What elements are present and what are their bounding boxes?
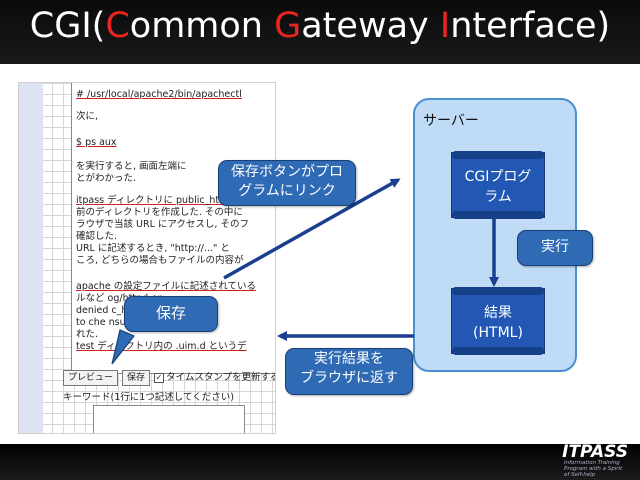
- editor-line: apache の設定ファイルに記述されている: [76, 281, 256, 292]
- editor-line: denied c_html/test: [76, 305, 165, 316]
- keyword-label: キーワード(1行に1つ記述してください): [63, 392, 234, 403]
- server-label: サーバー: [423, 113, 479, 129]
- cgi-program-label: CGIプログ ラム: [464, 169, 532, 205]
- editor-line: to che nsure it is: [76, 317, 156, 328]
- editor-line: 前のディレクトリを作成した. その中に: [76, 207, 243, 218]
- keyword-input[interactable]: [93, 405, 245, 433]
- editor-line: 確認した.: [76, 231, 118, 242]
- save-callout-pointer: [111, 329, 135, 365]
- cgi-program-scroll: CGIプログ ラム: [451, 151, 545, 219]
- timestamp-checkbox[interactable]: ✓: [154, 372, 165, 383]
- editor-line: # /usr/local/apache2/bin/apachectl: [76, 89, 242, 100]
- slide-title: CGI(Common Gateway Interface): [29, 6, 611, 46]
- arrow-to-server: [223, 178, 401, 280]
- footer-bar: [0, 444, 640, 480]
- editor-line: 次に,: [76, 111, 99, 122]
- editor-line: ルなど og/httpd-er: [76, 293, 162, 304]
- callout-save-links-program: 保存ボタンがプロ グラムにリンク: [218, 160, 356, 206]
- result-html-scroll: 結果 (HTML): [451, 287, 545, 355]
- itpass-tagline: Information Training Program with a Spir…: [564, 460, 623, 478]
- scroll-curl-top: [452, 287, 544, 295]
- editor-line: とがわかった.: [76, 173, 137, 184]
- editor-line: URL に記述するとき, "http://..." と: [76, 243, 230, 254]
- editor-line: を実行すると, 画面左端に: [76, 161, 187, 172]
- editor-line: itpass ディレクトリに public_html: [76, 195, 231, 206]
- result-label: 結果 (HTML): [473, 305, 523, 341]
- editor-line: ラウザで当該 URL にアクセスし, そのフ: [76, 219, 249, 230]
- editor-line: test ディレクトリ内の .uim.d というデ: [76, 341, 247, 352]
- title-bar: [0, 0, 640, 64]
- editor-line: ころ, どちらの場合もファイルの内容が: [76, 255, 244, 266]
- itpass-logo: ITPASS: [562, 442, 628, 462]
- editor-button-row: プレビュー保存✓タイムスタンプを更新する: [63, 369, 276, 386]
- editor-line: れた.: [76, 329, 99, 340]
- callout-execute: 実行: [517, 230, 593, 266]
- editor-line: $ ps aux: [76, 137, 117, 148]
- callout-save: 保存: [124, 296, 218, 332]
- scroll-curl-bottom: [452, 211, 544, 219]
- callout-return-result: 実行結果を ブラウザに返す: [285, 348, 413, 395]
- save-button[interactable]: 保存: [122, 369, 151, 386]
- scroll-curl-bottom: [452, 347, 544, 355]
- preview-button[interactable]: プレビュー: [63, 369, 119, 386]
- scroll-curl-top: [452, 151, 544, 159]
- timestamp-checkbox-label: タイムスタンプを更新する: [166, 372, 276, 383]
- sidebar-strip: [19, 83, 43, 433]
